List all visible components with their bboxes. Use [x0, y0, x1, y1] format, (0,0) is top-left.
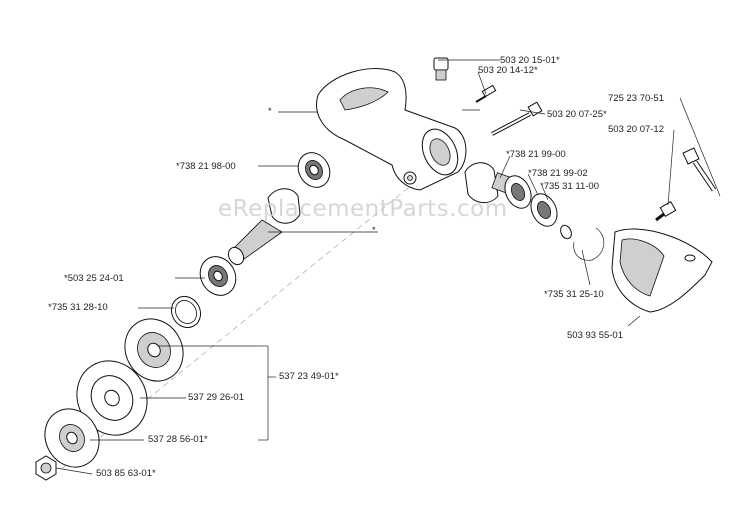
- callout-label: 503 85 63-01*: [96, 468, 156, 479]
- bearing-738-21-99-00: [504, 175, 532, 209]
- leader-lines: [55, 59, 721, 475]
- bearing-738-21-99-02: [530, 193, 558, 227]
- callout-label: 537 29 26-01: [188, 392, 244, 403]
- watermark-text: eReplacementParts.com: [218, 196, 508, 222]
- callout-label: *735 31 28-10: [48, 302, 108, 313]
- thrust-flange: [124, 318, 184, 382]
- callout-label: *735 31 25-10: [544, 289, 604, 300]
- callout-label: *: [268, 106, 272, 117]
- callout-label: *738 21 98-00: [176, 161, 236, 172]
- callout-label: *738 21 99-00: [506, 149, 566, 160]
- long-bolt: [491, 101, 543, 136]
- bearing-upper: [297, 152, 331, 188]
- gear-housing: [316, 68, 467, 191]
- callout-label: 503 93 55-01: [567, 330, 623, 341]
- callout-label: *735 31 11-00: [540, 181, 599, 192]
- seal-ring: [170, 295, 202, 329]
- callout-label: 503 20 15-01*: [500, 55, 560, 66]
- callout-label: 503 20 07-12: [608, 124, 664, 135]
- support-cup: [76, 360, 148, 436]
- callout-label: 503 20 14-12*: [478, 65, 538, 76]
- washer-735-31-11-00: [560, 224, 572, 240]
- callout-label: 503 20 07-25*: [547, 109, 607, 120]
- callout-label: 725 23 70-51: [608, 93, 664, 104]
- callout-label: *: [372, 225, 376, 236]
- washer-plate: [44, 408, 100, 468]
- circlip: [573, 227, 605, 261]
- lock-nut: [35, 455, 57, 481]
- callout-label: 537 23 49-01*: [279, 371, 339, 382]
- bevel-gear-spindle: [227, 188, 301, 266]
- callout-label: *738 21 99-02: [528, 168, 588, 179]
- clamp-bolt-725-23-70-51: [682, 147, 717, 192]
- clamp-cover: [611, 228, 713, 313]
- clamp-bolt-503-20-07-12: [655, 200, 677, 222]
- housing-plug-bolt: [433, 57, 449, 81]
- bearing-lower: [199, 256, 237, 296]
- callout-label: *503 25 24-01: [64, 273, 124, 284]
- callout-label: 537 28 56-01*: [148, 434, 208, 445]
